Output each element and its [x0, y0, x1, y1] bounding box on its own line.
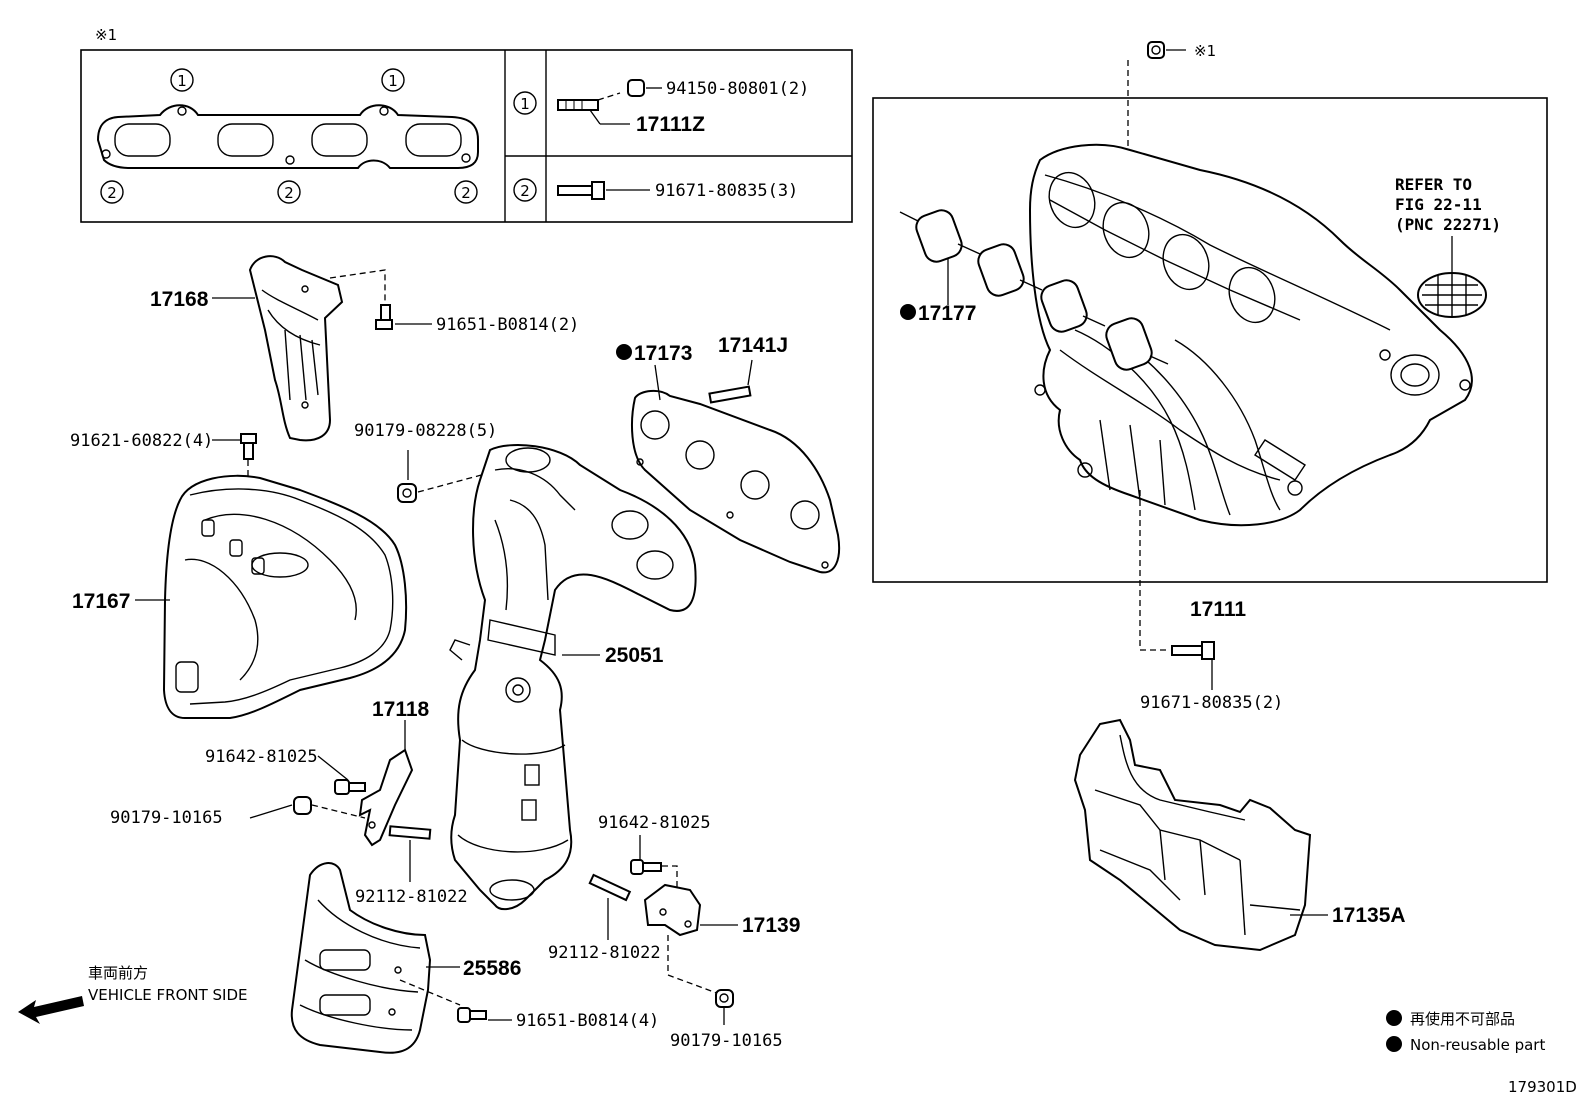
heat-insulator-25586: 25586	[290, 862, 521, 1054]
gasket-17173: 17173	[616, 342, 840, 574]
bolt-91671-manifold: 91671-80835(2)	[1140, 641, 1283, 713]
part-number-92112-81022-left[interactable]: 92112-81022	[355, 887, 468, 907]
inset-row-2: 2 91671-80835(3)	[513, 178, 798, 202]
bolt-91651-bottom: 91651-B0814(4)	[399, 979, 659, 1031]
manifold-note-mark: ※1	[1194, 42, 1216, 60]
part-number-91642-81025-left[interactable]: 91642-81025	[205, 747, 318, 767]
svg-text:REFER TO: REFER TO	[1395, 175, 1472, 194]
gasket-position-mark: 2	[454, 180, 478, 204]
part-number-91651-b0814-bottom[interactable]: 91651-B0814(4)	[516, 1011, 659, 1031]
part-number-94150-80801[interactable]: 94150-80801(2)	[666, 79, 809, 99]
part-number-17111[interactable]: 17111	[1190, 598, 1246, 621]
legend-en: Non-reusable part	[1410, 1036, 1545, 1054]
nut-icon	[627, 79, 645, 97]
part-number-17167[interactable]: 17167	[72, 590, 130, 613]
part-number-17168[interactable]: 17168	[150, 288, 209, 311]
non-reusable-mark	[616, 344, 632, 360]
heat-insulator-17167: 17167	[72, 474, 408, 719]
svg-text:2: 2	[520, 182, 530, 200]
bolt-icon	[557, 185, 593, 196]
stud-92112-right: 92112-81022	[548, 873, 661, 963]
part-number-91671-80835-manifold[interactable]: 91671-80835(2)	[1140, 693, 1283, 713]
inset-table: ※1 1 1 2	[80, 26, 853, 223]
front-arrow-icon	[18, 996, 84, 1024]
part-number-25586[interactable]: 25586	[463, 957, 521, 980]
part-number-91621-60822[interactable]: 91621-60822(4)	[70, 431, 213, 451]
legend: 再使用不可部品 Non-reusable part	[1386, 1010, 1545, 1054]
stud-17141j: 17141J	[708, 334, 788, 404]
inset-row-1: 1 94150-80801(2) 17111Z	[513, 79, 809, 136]
bolt-91642-right: 91642-81025	[598, 813, 711, 905]
part-number-17135a[interactable]: 17135A	[1332, 904, 1406, 927]
part-number-91642-81025-right[interactable]: 91642-81025	[598, 813, 711, 833]
nut-icon	[1147, 41, 1165, 59]
diagram-id: 179301D	[1508, 1078, 1577, 1096]
part-number-25051[interactable]: 25051	[605, 644, 664, 667]
part-number-92112-81022-right[interactable]: 92112-81022	[548, 943, 661, 963]
vehicle-front-indicator: 車両前方 VEHICLE FRONT SIDE	[18, 964, 248, 1024]
stud-92112-left: 92112-81022	[355, 825, 468, 907]
svg-text:1: 1	[388, 72, 398, 90]
non-reusable-mark	[1386, 1036, 1402, 1052]
gasket-17177: 17177	[899, 209, 1169, 371]
gasket-position-mark: 1	[381, 68, 405, 92]
gasket-position-mark: 1	[170, 68, 194, 92]
non-reusable-mark	[1386, 1010, 1402, 1026]
bracket-17118: 17118	[358, 698, 430, 847]
part-number-17173[interactable]: 17173	[634, 342, 692, 365]
svg-text:2: 2	[107, 184, 117, 202]
nut-90179-08228: 90179-08228(5)	[354, 421, 501, 503]
insulator-17135a: 17135A	[1073, 718, 1406, 952]
svg-text:1: 1	[177, 72, 187, 90]
part-number-91671-80835-inset[interactable]: 91671-80835(3)	[655, 181, 798, 201]
exhaust-gasket-drawing	[96, 104, 479, 169]
refer-note: REFER TO FIG 22-11 (PNC 22271)	[1395, 175, 1501, 318]
heat-insulator-17168: 17168	[150, 255, 386, 442]
nut-90179-bottom: 90179-10165	[667, 935, 783, 1051]
legend-jp: 再使用不可部品	[1410, 1010, 1515, 1028]
non-reusable-mark	[900, 304, 916, 320]
part-number-17141j[interactable]: 17141J	[718, 334, 788, 357]
part-number-90179-10165-left[interactable]: 90179-10165	[110, 808, 223, 828]
inset-note-mark: ※1	[95, 26, 117, 44]
part-number-17111z[interactable]: 17111Z	[636, 113, 705, 136]
bolt-91642-left: 91642-81025	[205, 747, 366, 795]
bracket-17139: 17139	[643, 883, 800, 937]
part-number-17118[interactable]: 17118	[372, 698, 430, 721]
gasket-position-mark: 2	[277, 180, 301, 204]
vehicle-front-en: VEHICLE FRONT SIDE	[88, 986, 248, 1004]
nut-90179-left: 90179-10165	[110, 796, 366, 828]
stud-icon	[557, 99, 599, 111]
svg-text:(PNC 22271): (PNC 22271)	[1395, 215, 1501, 234]
vehicle-front-jp: 車両前方	[88, 964, 148, 982]
bolt-91621: 91621-60822(4)	[70, 431, 257, 476]
svg-text:2: 2	[284, 184, 294, 202]
part-number-90179-10165-bottom[interactable]: 90179-10165	[670, 1031, 783, 1051]
svg-text:1: 1	[520, 95, 530, 113]
gasket-position-mark: 2	[100, 180, 124, 204]
svg-text:FIG 22-11: FIG 22-11	[1395, 195, 1482, 214]
part-number-91651-b0814-top[interactable]: 91651-B0814(2)	[436, 315, 579, 335]
svg-text:2: 2	[461, 184, 471, 202]
intake-manifold-section: ※1	[872, 41, 1548, 650]
part-number-90179-08228[interactable]: 90179-08228(5)	[354, 421, 497, 441]
part-number-17177[interactable]: 17177	[918, 302, 976, 325]
exhaust-manifold-25051: 25051	[449, 444, 697, 911]
part-number-17139[interactable]: 17139	[742, 914, 800, 937]
bolt-91651-top: 91651-B0814(2)	[375, 304, 579, 335]
